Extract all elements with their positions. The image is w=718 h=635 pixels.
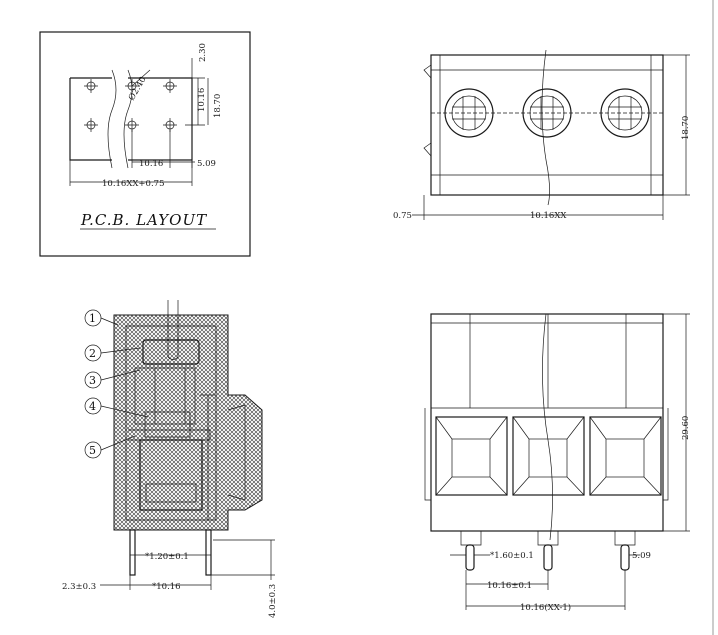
callout-3: 3 (89, 374, 96, 387)
clamp (134, 367, 196, 425)
side-view: 1 2 3 4 5 *1.20±0.1 2.3±0.3 *10.16 4.0±0… (62, 300, 278, 618)
front-pin-1 (465, 544, 475, 571)
front-pin-width: *1.60±0.1 (490, 551, 534, 561)
break-line-top (541, 49, 550, 206)
side-pin-length: 4.0±0.3 (268, 584, 278, 618)
front-window-2 (512, 416, 585, 496)
pcb-holes (84, 79, 177, 132)
break-mark-1 (107, 69, 117, 169)
top-view-body (430, 54, 664, 196)
side-pin-left (129, 529, 136, 576)
front-total: 10.16(XX-1) (520, 602, 571, 613)
dim-edge: 5.09 (197, 159, 216, 169)
top-view-offset: 0.75 (393, 211, 412, 221)
front-view: 29.60 *1.60±0.1 10.16±0.1 5.09 10.16(XX-… (424, 313, 691, 613)
side-pin-width: *1.20±0.1 (145, 552, 189, 562)
front-edge: 5.09 (632, 551, 651, 561)
dim-total: 10.16XX+0.75 (102, 179, 164, 189)
dim-top: 2.30 (198, 43, 208, 62)
callout-5: 5 (89, 444, 96, 457)
top-view-width: 10.16XX (530, 211, 567, 221)
front-pin-2 (543, 544, 553, 571)
board-outline-right (128, 77, 193, 161)
pcb-layout-frame (39, 31, 251, 257)
front-height: 29.60 (681, 416, 691, 440)
dim-hole-dia: Ø2.40 (126, 75, 148, 103)
front-view-body (430, 313, 664, 532)
clamp-base (144, 411, 191, 438)
break-mark-2 (123, 69, 133, 169)
dim-pin-row: 10.16 (197, 88, 207, 112)
pcb-pitch-dims (131, 130, 195, 168)
side-pin-pitch: *10.16 (152, 582, 181, 592)
screw-head (142, 339, 200, 365)
front-pitch: 10.16±0.1 (487, 581, 532, 591)
top-view: 18.70 0.75 10.16XX (393, 49, 691, 221)
side-pin-right (205, 529, 212, 576)
side-housing (113, 314, 263, 531)
dim-pitch: 10.16 (139, 159, 163, 169)
side-offset: 2.3±0.3 (62, 582, 96, 592)
break-line-front (542, 313, 553, 541)
pcb-height-dims (185, 58, 209, 126)
front-pin-3 (620, 544, 630, 571)
callout-1: 1 (89, 312, 96, 325)
pcb-layout-panel: Ø2.40 10.16 5.09 10.16 18.70 2.30 10.16X… (39, 31, 251, 257)
pcb-layout-title: P.C.B. LAYOUT (80, 211, 207, 229)
callout-2: 2 (89, 347, 96, 360)
front-window-1 (435, 416, 508, 496)
top-view-height: 18.70 (681, 116, 691, 140)
pcb-total-dim (69, 160, 193, 186)
callouts: 1 2 3 4 5 (84, 309, 149, 459)
front-window-3 (589, 416, 662, 496)
dim-height: 18.70 (213, 94, 223, 118)
callout-4: 4 (89, 400, 96, 413)
